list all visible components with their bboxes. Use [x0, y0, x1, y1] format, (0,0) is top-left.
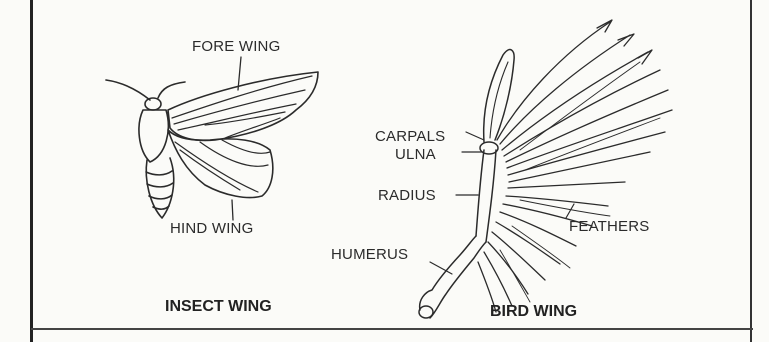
humerus-label: HUMERUS — [331, 246, 408, 263]
feathers-label: FEATHERS — [569, 218, 650, 235]
hind-wing-label: HIND WING — [170, 220, 253, 237]
bird-carpals — [480, 142, 498, 154]
bird-radius-bone — [476, 150, 484, 236]
bird-feather-shafts — [500, 62, 660, 302]
bird-primary-feathers — [497, 20, 672, 182]
radius-label: RADIUS — [378, 187, 436, 204]
bird-alula — [484, 50, 514, 142]
bird-wing-caption: BIRD WING — [490, 303, 577, 321]
carpals-label: CARPALS — [375, 128, 445, 145]
feathers-leader-line — [566, 204, 574, 218]
bird-ulna-bone — [486, 150, 496, 242]
bird-secondary-feathers — [478, 182, 625, 312]
ulna-label: ULNA — [395, 146, 436, 163]
bird-humerus-head — [419, 306, 433, 318]
bird-humerus-bone — [420, 236, 476, 310]
insect-wing-caption: INSECT WING — [165, 298, 272, 316]
carpals-leader-line — [466, 132, 484, 140]
fore-wing-label: FORE WING — [192, 38, 280, 55]
